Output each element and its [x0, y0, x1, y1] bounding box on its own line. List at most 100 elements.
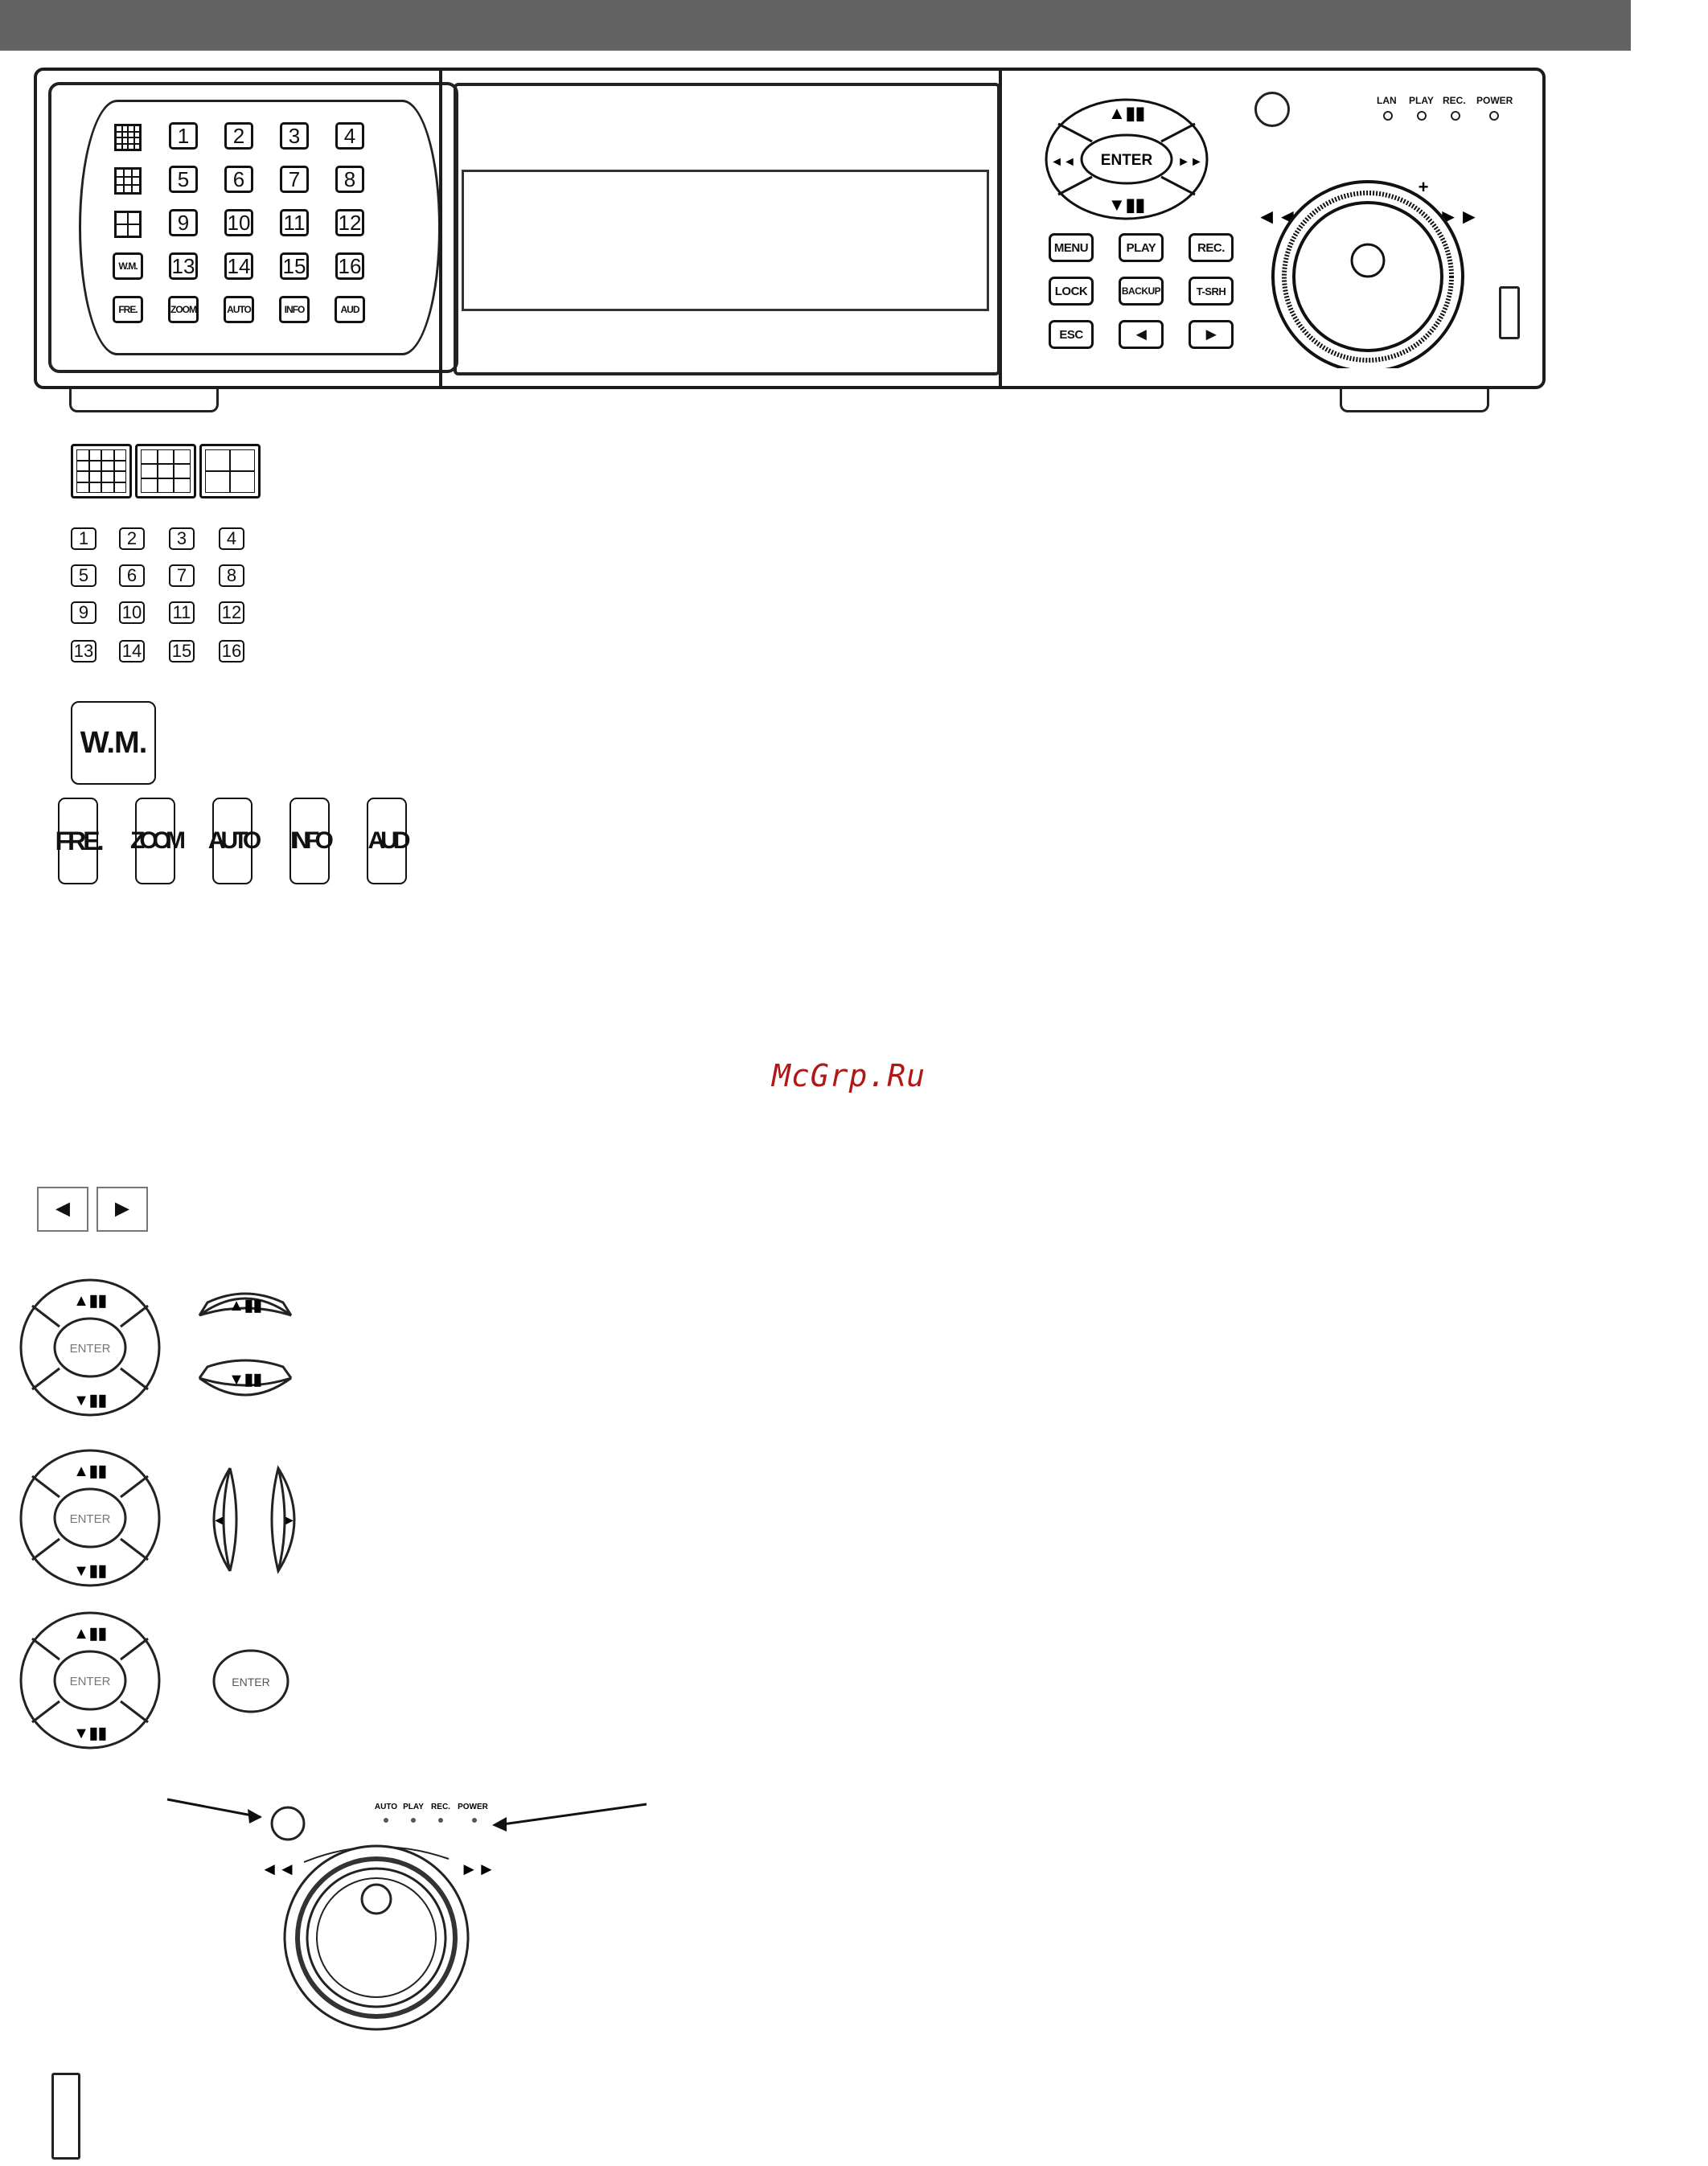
nav-pad-diagram-up-down: ENTER ▲▮▮ ▼▮▮ [19, 1278, 161, 1417]
svg-text:▲▮▮: ▲▮▮ [228, 1297, 262, 1315]
legend-zoom-button: ZOOM [130, 798, 186, 884]
channel-button-8[interactable]: 8 [335, 166, 364, 193]
svg-text:►: ► [283, 1514, 296, 1528]
legend-channel-9: 9 [71, 601, 96, 624]
channel-button-3[interactable]: 3 [280, 122, 309, 150]
legend-audio-button: AUD [367, 798, 411, 884]
legend-channel-6: 6 [119, 564, 145, 587]
svg-text:▼▮▮: ▼▮▮ [228, 1371, 262, 1389]
channel-button-7[interactable]: 7 [280, 166, 309, 193]
display-window [462, 170, 989, 311]
channel-button-2[interactable]: 2 [224, 122, 253, 150]
lock-button[interactable]: LOCK [1049, 277, 1094, 306]
svg-text:▲▮▮: ▲▮▮ [1108, 103, 1145, 123]
channel-button-10[interactable]: 10 [224, 209, 253, 236]
legend-channel-3: 3 [169, 527, 195, 550]
grid-4-icon [199, 444, 261, 498]
grid-4-icon[interactable] [114, 211, 142, 238]
ir-sensor [1254, 92, 1290, 127]
channel-button-16[interactable]: 16 [335, 252, 364, 280]
play-button[interactable]: PLAY [1119, 233, 1164, 262]
zoom-button[interactable]: ZOOM [168, 296, 199, 323]
legend-channel-16: 16 [219, 640, 244, 663]
usb-port [1499, 286, 1520, 339]
channel-button-14[interactable]: 14 [224, 252, 253, 280]
info-button[interactable]: INFO [279, 296, 310, 323]
legend-channel-11: 11 [169, 601, 195, 624]
led-play [1417, 111, 1427, 121]
enter-label: ENTER [70, 1675, 111, 1688]
svg-text:▼▮▮: ▼▮▮ [73, 1725, 107, 1742]
legend-auto-button: AUTO [208, 798, 261, 884]
right-arrow-button[interactable]: ► [1189, 320, 1234, 349]
channel-button-6[interactable]: 6 [224, 166, 253, 193]
legend-wm-button: W.M. [71, 701, 156, 785]
auto-button[interactable]: AUTO [224, 296, 254, 323]
panel-divider [999, 68, 1002, 389]
rec-button[interactable]: REC. [1189, 233, 1234, 262]
legend-channel-14: 14 [119, 640, 145, 663]
audio-button[interactable]: AUD [335, 296, 365, 323]
grid-9-icon[interactable] [114, 167, 142, 195]
channel-button-12[interactable]: 12 [335, 209, 364, 236]
nav-pad-diagram-left-right: ENTER ▲▮▮ ▼▮▮ [19, 1449, 161, 1587]
legend-right-arrow-button: ► [96, 1187, 148, 1232]
header-bar [0, 0, 1631, 51]
channel-button-11[interactable]: 11 [280, 209, 309, 236]
enter-label: ENTER [1101, 152, 1153, 169]
legend-channel-5: 5 [71, 564, 96, 587]
left-arrow-button[interactable]: ◄ [1119, 320, 1164, 349]
freeze-button[interactable]: FRE. [113, 296, 143, 323]
legend-channel-13: 13 [71, 640, 96, 663]
esc-button[interactable]: ESC [1049, 320, 1094, 349]
channel-button-9[interactable]: 9 [169, 209, 198, 236]
dvr-front-panel: 1 2 3 4 5 6 7 8 9 10 11 12 13 14 15 16 W… [34, 68, 1546, 389]
jog-plus-label: + [1419, 177, 1429, 197]
channel-button-1[interactable]: 1 [169, 122, 198, 150]
svg-text:◄: ◄ [212, 1514, 225, 1528]
wm-button[interactable]: W.M. [113, 252, 143, 280]
panel-foot [69, 389, 219, 412]
legend-channel-2: 2 [119, 527, 145, 550]
channel-button-13[interactable]: 13 [169, 252, 198, 280]
led-label-power: POWER [458, 1803, 489, 1811]
channel-button-5[interactable]: 5 [169, 166, 198, 193]
legend-channel-4: 4 [219, 527, 244, 550]
nav-up-down-keys: ▲▮▮ ▼▮▮ [198, 1292, 293, 1397]
display-bay [454, 83, 1000, 375]
led-label-rec: REC. [431, 1803, 450, 1811]
backup-button[interactable]: BACKUP [1119, 277, 1164, 306]
time-search-button[interactable]: T-SRH [1189, 277, 1234, 306]
nav-left-right-keys: ◄ ► [212, 1465, 296, 1574]
led-label-rec: REC. [1443, 95, 1466, 106]
grid-16-icon[interactable] [114, 124, 142, 151]
enter-label: ENTER [232, 1676, 269, 1688]
navigation-pad[interactable]: ENTER ▲▮▮ ▼▮▮ ◄◄ ►► [1042, 95, 1211, 224]
menu-button[interactable]: MENU [1049, 233, 1094, 262]
enter-label: ENTER [70, 1342, 111, 1356]
led-lan [1383, 111, 1393, 121]
channel-button-4[interactable]: 4 [335, 122, 364, 150]
jog-shuttle-dial[interactable]: ◄◄ ►► - + [1243, 119, 1492, 368]
panel-foot [1340, 389, 1489, 412]
legend-channel-12: 12 [219, 601, 244, 624]
svg-text:►►: ►► [460, 1859, 495, 1879]
legend-left-arrow-button: ◄ [37, 1187, 88, 1232]
jog-shuttle-detail: AUTO PLAY REC. POWER ◄◄ ►► [166, 1798, 647, 2031]
led-label-auto: AUTO [375, 1803, 397, 1811]
svg-text:▲▮▮: ▲▮▮ [73, 1625, 107, 1643]
nav-pad-diagram-enter: ENTER ▲▮▮ ▼▮▮ [19, 1611, 161, 1750]
legend-channel-10: 10 [119, 601, 145, 624]
legend-channel-1: 1 [71, 527, 96, 550]
usb-port-detail [51, 2073, 80, 2160]
nav-enter-key: ENTER [212, 1649, 289, 1713]
legend-channel-8: 8 [219, 564, 244, 587]
led-label-play: PLAY [403, 1803, 424, 1811]
svg-text:▲▮▮: ▲▮▮ [73, 1462, 107, 1480]
svg-text:▼▮▮: ▼▮▮ [73, 1392, 107, 1409]
led-label-power: POWER [1476, 95, 1513, 106]
keypad-frame [48, 82, 458, 373]
svg-text:▼▮▮: ▼▮▮ [1108, 195, 1145, 215]
channel-button-15[interactable]: 15 [280, 252, 309, 280]
svg-text:◄◄: ◄◄ [261, 1859, 296, 1879]
